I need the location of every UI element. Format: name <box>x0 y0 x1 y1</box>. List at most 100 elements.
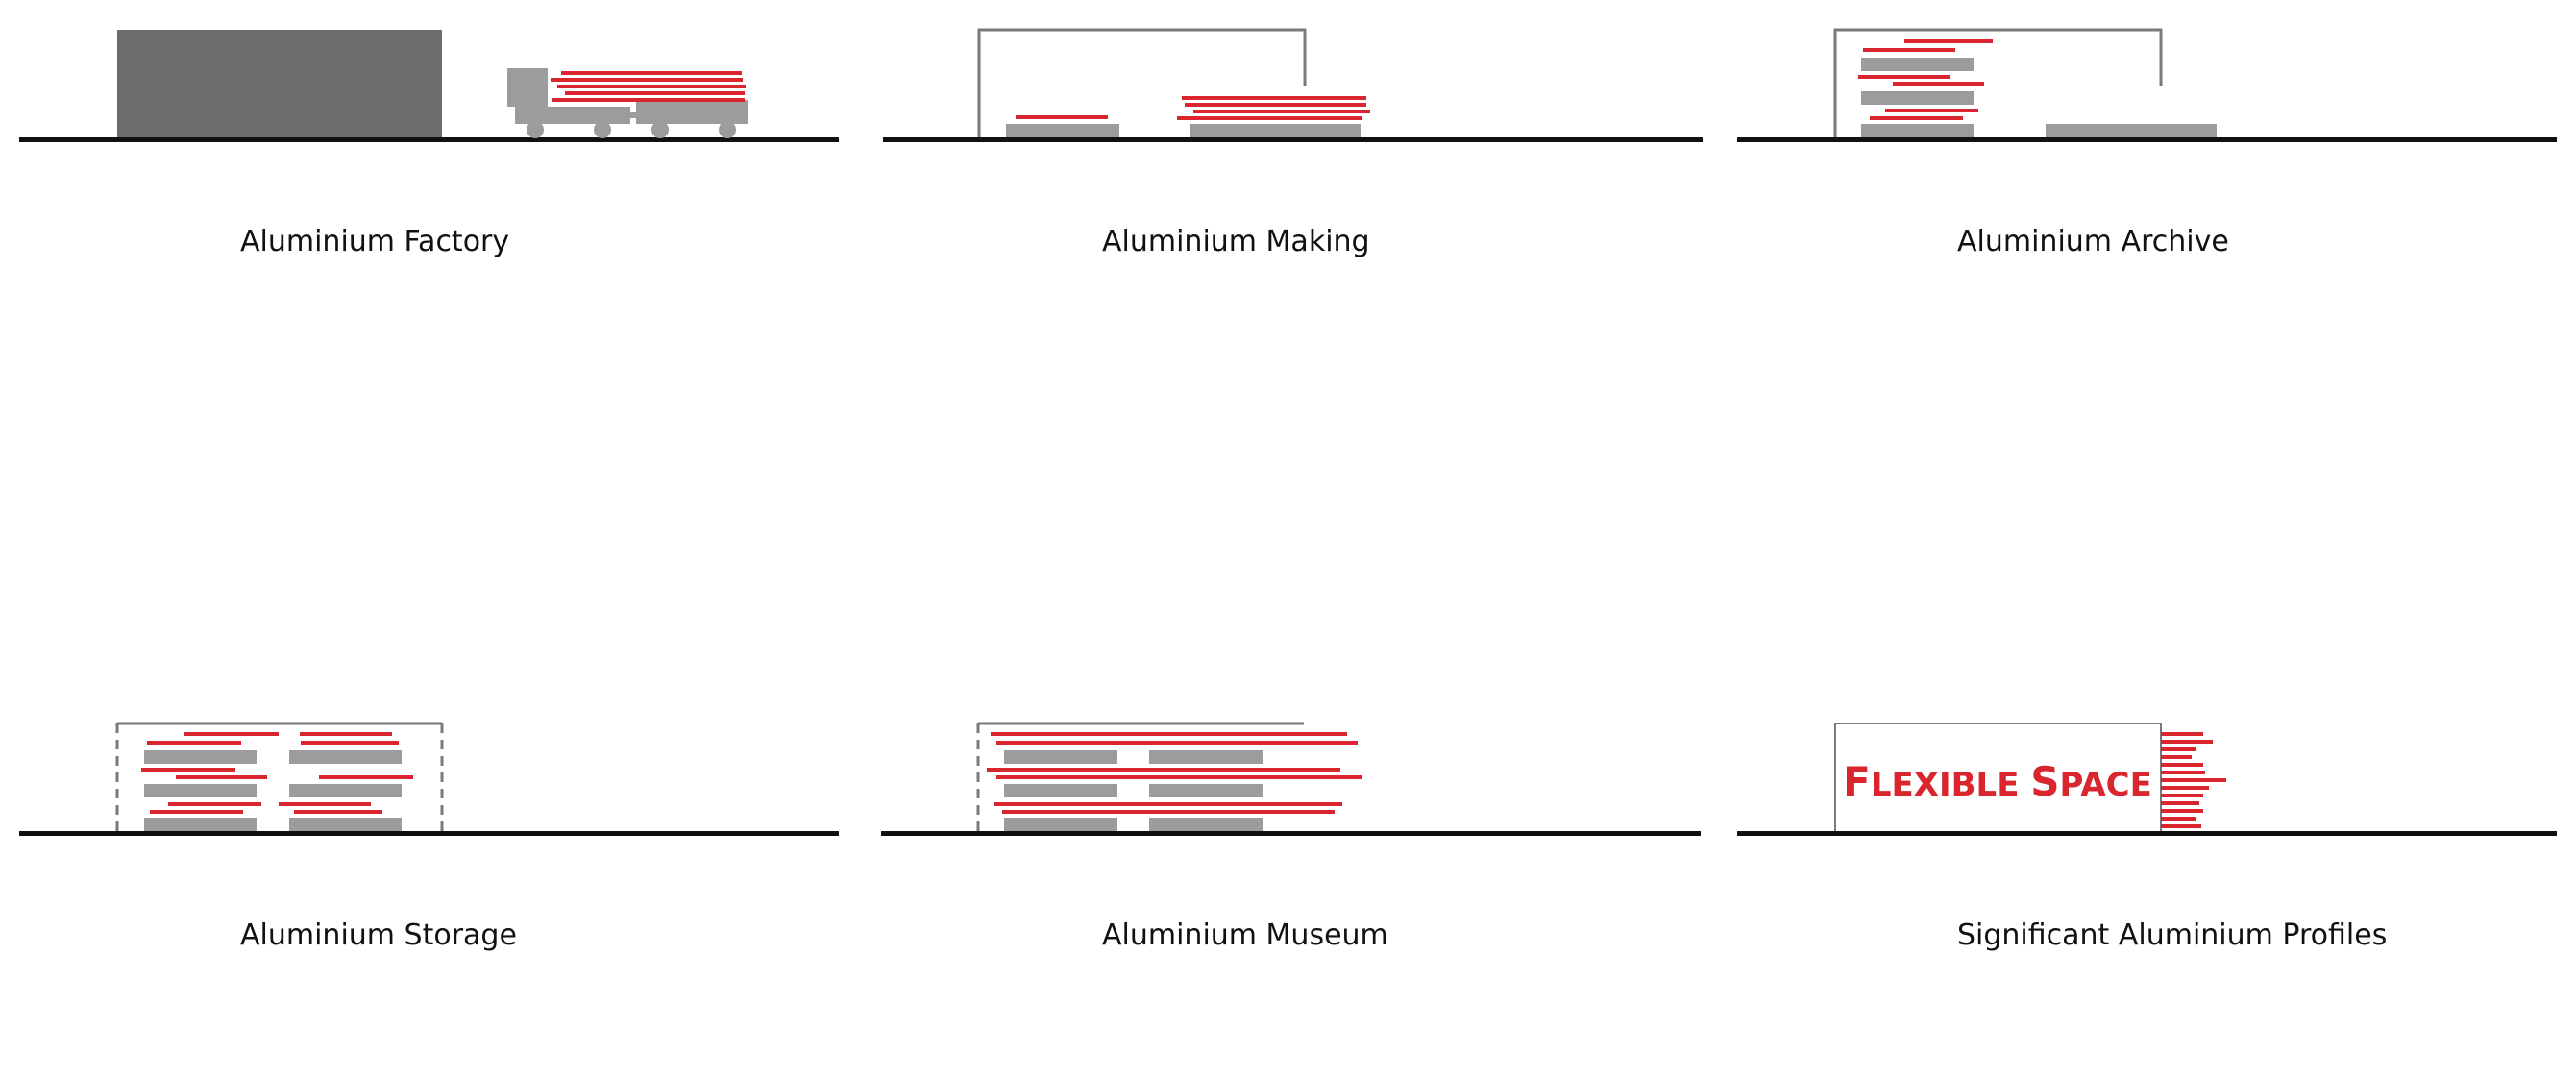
truck-cab <box>507 68 548 107</box>
profile-bar <box>2161 755 2192 759</box>
profile-bar <box>2161 817 2196 821</box>
profile-bar <box>150 810 243 814</box>
caption-storage: Aluminium Storage <box>240 919 517 952</box>
grey-slab <box>1861 58 1974 71</box>
factory-building <box>117 30 442 137</box>
profile-bar <box>1185 103 1366 107</box>
profile-bar <box>2161 801 2199 805</box>
truck-wheel <box>719 121 736 138</box>
panel-making: Aluminium Making <box>862 0 1707 384</box>
profile-bar <box>552 98 745 102</box>
profile-bar <box>2161 824 2201 828</box>
profile-bar <box>176 775 267 779</box>
caption-profiles: Significant Aluminium Profiles <box>1957 919 2388 952</box>
storage-illustration <box>19 722 839 836</box>
grey-slab <box>1190 124 1361 137</box>
profile-bar <box>1863 48 1955 52</box>
ground-line <box>19 831 839 836</box>
museum-illustration <box>881 722 1701 836</box>
truck-wheel <box>594 121 611 138</box>
profile-stack <box>141 732 413 814</box>
ground-line <box>1737 831 2557 836</box>
ground-line <box>883 137 1703 142</box>
profile-bar <box>991 732 1347 736</box>
grey-slab <box>1149 784 1263 797</box>
profile-bar <box>2161 732 2203 736</box>
grey-slab <box>1004 750 1117 764</box>
profile-bar <box>2161 771 2205 774</box>
panel-profiles: FLEXIBLE SPACE Significant Aluminium Pro… <box>1718 694 2564 1078</box>
storage-racks <box>144 750 402 831</box>
profiles-illustration: FLEXIBLE SPACE <box>1737 723 2557 836</box>
grey-slab <box>144 784 257 797</box>
profile-bundle <box>551 71 746 102</box>
profile-bar <box>294 810 382 814</box>
truck <box>507 68 748 138</box>
grey-slab <box>1006 124 1119 137</box>
grey-slab <box>1004 818 1117 831</box>
grey-slab <box>289 818 402 831</box>
truck-trailer <box>636 100 748 124</box>
profile-stack <box>1858 39 1993 120</box>
grey-slab <box>1861 124 1974 137</box>
profile-bar <box>1177 116 1362 120</box>
grey-slab <box>2046 124 2217 137</box>
profile-bundle <box>1177 96 1370 120</box>
hall-frame <box>1833 28 2163 137</box>
flexible-space-sign: FLEXIBLE SPACE <box>1843 758 2152 805</box>
profile-bar <box>565 91 745 95</box>
ground-line <box>1737 137 2557 142</box>
profile-bar <box>147 741 241 745</box>
profile-bar <box>994 802 1342 806</box>
ground-line <box>19 137 839 142</box>
grey-slab <box>144 750 257 764</box>
profile-bar <box>2161 809 2203 813</box>
profile-bar <box>1893 82 1984 86</box>
profile-bar <box>1193 110 1370 113</box>
panel-archive: Aluminium Archive <box>1718 0 2564 384</box>
profile-bar <box>2161 747 2196 751</box>
panel-museum: Aluminium Museum <box>862 694 1707 1078</box>
caption-factory: Aluminium Factory <box>240 225 510 258</box>
profile-bar <box>996 741 1358 745</box>
grey-slab <box>1149 750 1263 764</box>
profile-bar <box>561 71 742 75</box>
caption-museum: Aluminium Museum <box>1102 919 1388 952</box>
profile-bar <box>996 775 1362 779</box>
profile-bar <box>141 768 235 772</box>
museum-displays <box>1004 750 1263 831</box>
diagram: Aluminium Factory Aluminium Making <box>19 0 2564 952</box>
profile-sample-stack <box>2161 732 2226 828</box>
profile-bar <box>2161 778 2226 782</box>
truck-wheel <box>527 121 544 138</box>
grey-slab <box>289 784 402 797</box>
truck-chassis <box>515 107 630 124</box>
factory-illustration <box>19 30 839 142</box>
panel-storage: Aluminium Storage <box>0 694 846 1078</box>
ground-line <box>881 831 1701 836</box>
profile-bar <box>319 775 413 779</box>
profile-bar <box>2161 740 2213 744</box>
grey-slab <box>1149 818 1263 831</box>
profile-bar <box>987 768 1340 772</box>
profile-bar <box>301 741 399 745</box>
profile-bar <box>2161 786 2209 790</box>
truck-hitch <box>626 112 638 118</box>
profile-bar <box>1885 109 1978 112</box>
archive-shelves <box>1861 58 1974 137</box>
profile-bar <box>1858 75 1950 79</box>
profile-bar <box>551 78 743 82</box>
profile-bar <box>1002 810 1335 814</box>
grey-slab <box>1861 91 1974 105</box>
profile-bar <box>2161 794 2203 797</box>
profile-bar <box>279 802 371 806</box>
grey-slab <box>289 750 402 764</box>
profile-bar <box>1870 116 1963 120</box>
caption-archive: Aluminium Archive <box>1957 225 2229 258</box>
profile-bar <box>168 802 261 806</box>
flexible-space-frame <box>1834 723 2162 831</box>
long-profiles <box>987 732 1362 814</box>
hall-frame <box>977 28 1307 137</box>
profile-bar <box>1016 115 1108 119</box>
truck-wheel <box>651 121 669 138</box>
